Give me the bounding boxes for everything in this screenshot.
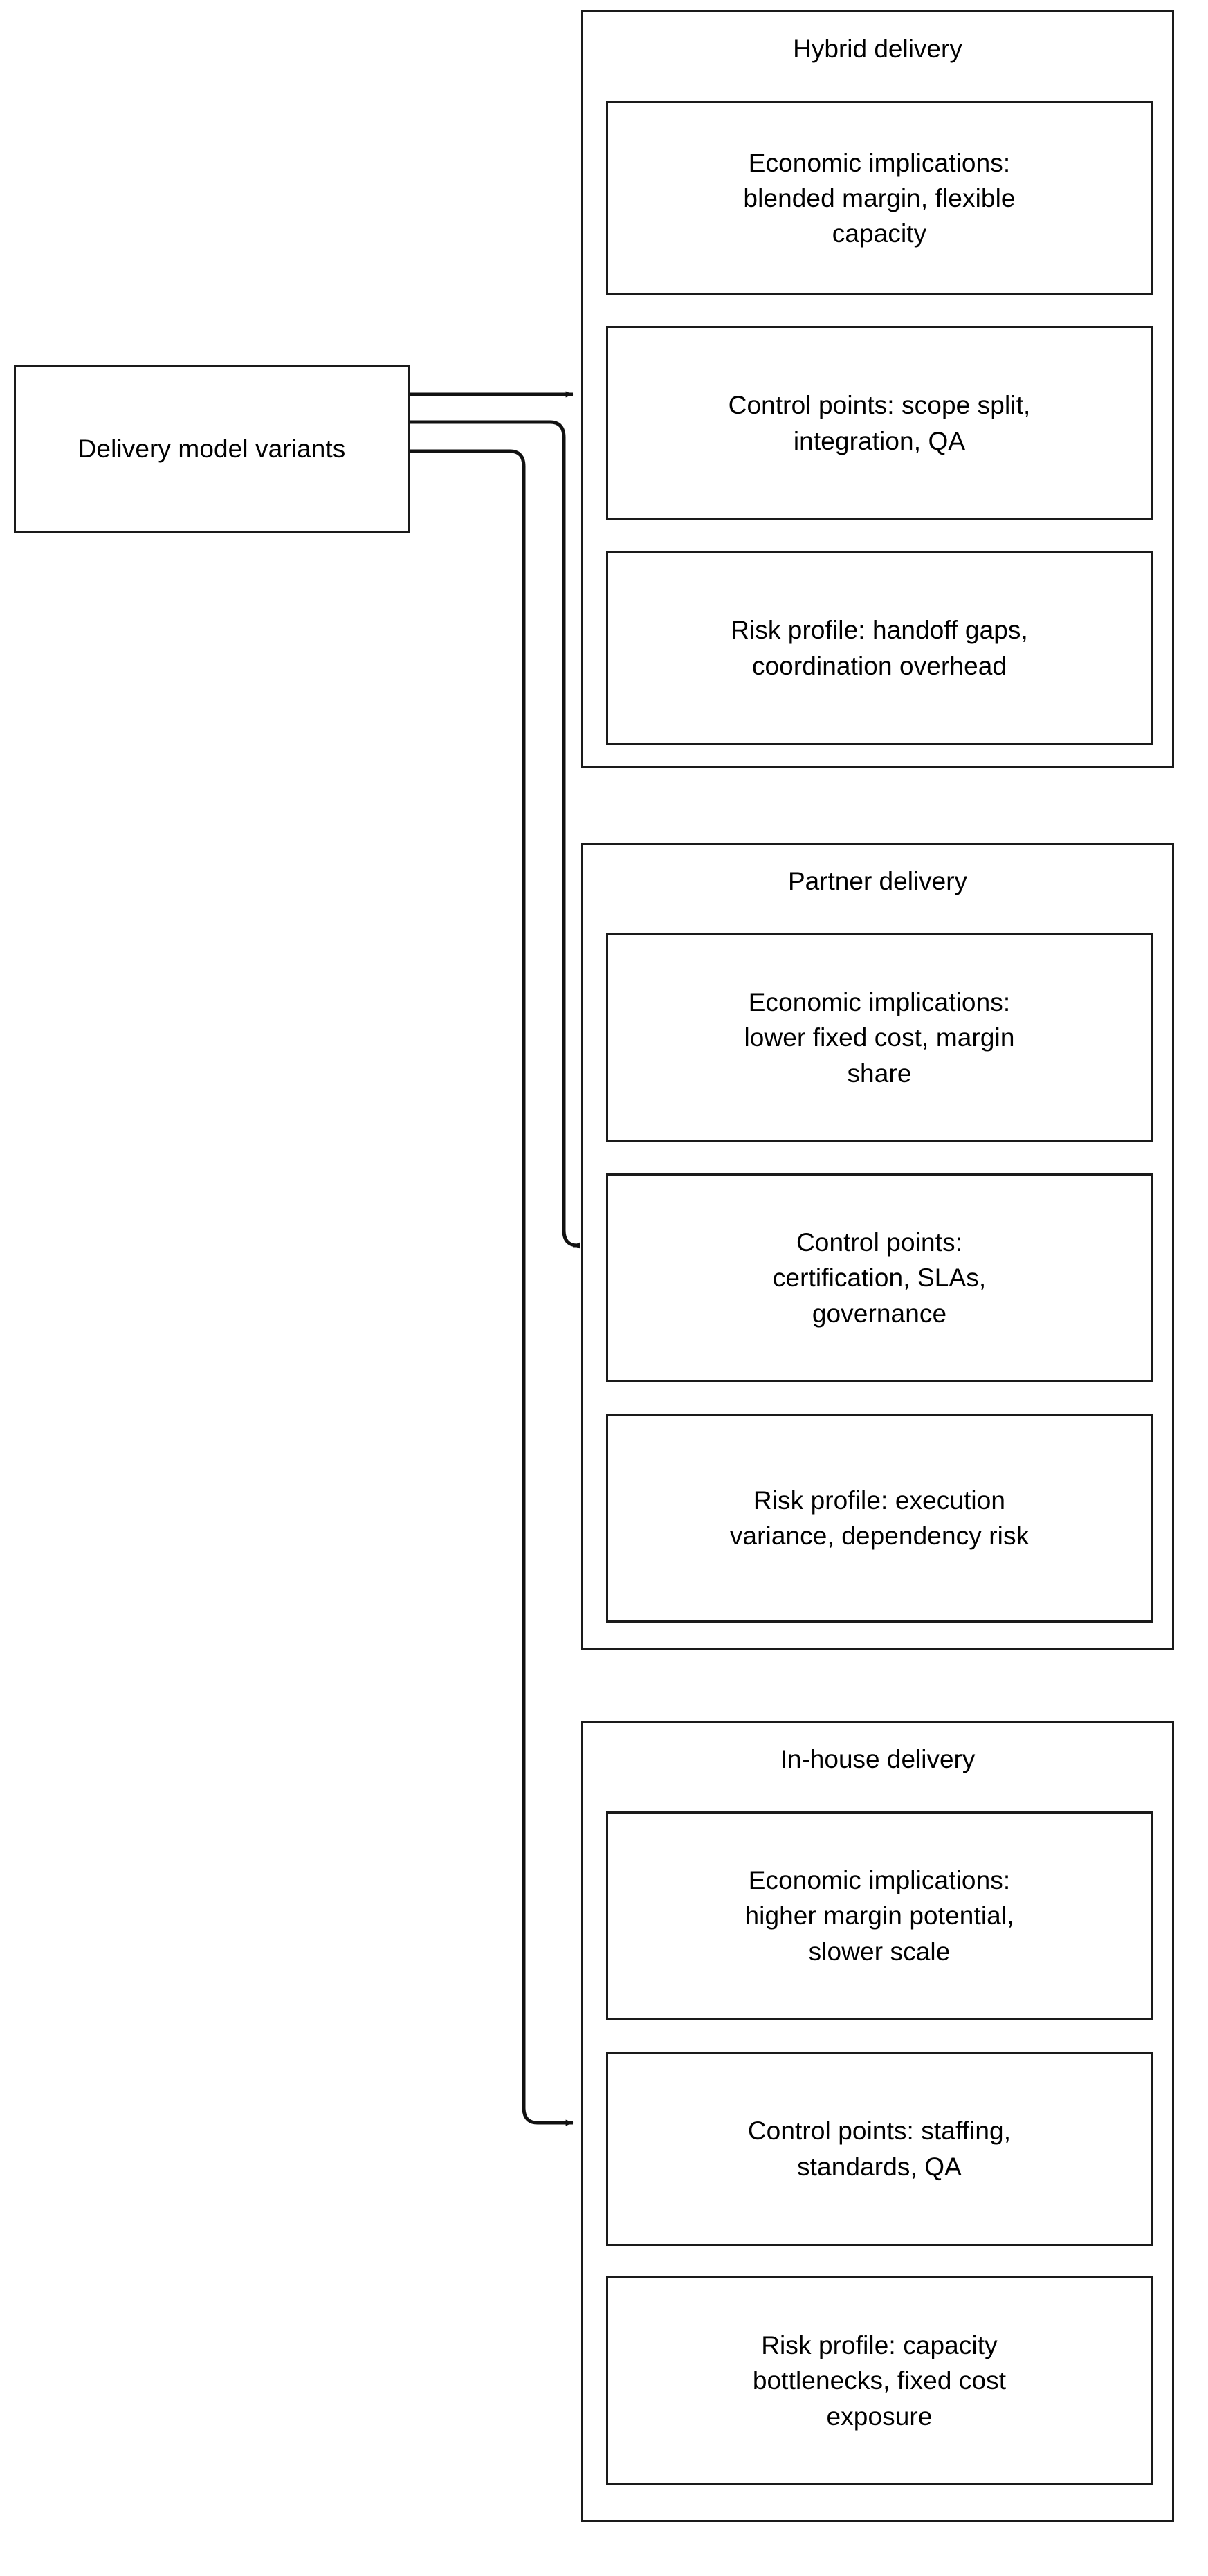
group-inhouse-item-control-points[interactable]: Control points: staffing, standards, QA: [606, 2052, 1153, 2246]
group-partner-delivery[interactable]: Partner delivery Economic implications: …: [581, 843, 1174, 1650]
group-partner-item-2-label: Risk profile: execution variance, depend…: [729, 1486, 1029, 1550]
group-hybrid-item-economic-implications[interactable]: Economic implications: blended margin, f…: [606, 101, 1153, 295]
group-hybrid-item-1-label: Control points: scope split, integration…: [728, 391, 1031, 455]
group-hybrid-item-control-points[interactable]: Control points: scope split, integration…: [606, 326, 1153, 520]
group-hybrid-delivery-title: Hybrid delivery: [793, 35, 962, 63]
group-inhouse-item-2-label: Risk profile: capacity bottlenecks, fixe…: [752, 2331, 1007, 2431]
group-partner-item-1-label: Control points: certification, SLAs, gov…: [772, 1228, 987, 1328]
group-partner-item-0-label: Economic implications: lower fixed cost,…: [744, 988, 1015, 1088]
group-inhouse-item-0-label: Economic implications: higher margin pot…: [744, 1866, 1014, 1966]
connector-root-to-partner: [410, 420, 580, 1249]
group-partner-item-economic-implications[interactable]: Economic implications: lower fixed cost,…: [606, 933, 1153, 1142]
connector-root-to-inhouse: [410, 449, 574, 2126]
group-partner-delivery-title: Partner delivery: [787, 867, 968, 895]
group-inhouse-item-1-label: Control points: staffing, standards, QA: [747, 2117, 1012, 2181]
group-inhouse-delivery-title: In-house delivery: [780, 1745, 976, 1773]
group-inhouse-item-risk-profile[interactable]: Risk profile: capacity bottlenecks, fixe…: [606, 2276, 1153, 2485]
group-hybrid-item-2-label: Risk profile: handoff gaps, coordination…: [731, 616, 1028, 680]
group-hybrid-item-risk-profile[interactable]: Risk profile: handoff gaps, coordination…: [606, 551, 1153, 745]
root-node-label: Delivery model variants: [77, 435, 346, 464]
group-hybrid-delivery[interactable]: Hybrid delivery Economic implications: b…: [581, 10, 1174, 768]
group-partner-item-risk-profile[interactable]: Risk profile: execution variance, depend…: [606, 1414, 1153, 1623]
group-inhouse-delivery[interactable]: In-house delivery Economic implications:…: [581, 1721, 1174, 2522]
group-hybrid-item-0-label: Economic implications: blended margin, f…: [743, 148, 1016, 248]
group-inhouse-item-economic-implications[interactable]: Economic implications: higher margin pot…: [606, 1811, 1153, 2020]
node-delivery-model-variants[interactable]: Delivery model variants: [14, 365, 410, 533]
group-partner-item-control-points[interactable]: Control points: certification, SLAs, gov…: [606, 1173, 1153, 1382]
